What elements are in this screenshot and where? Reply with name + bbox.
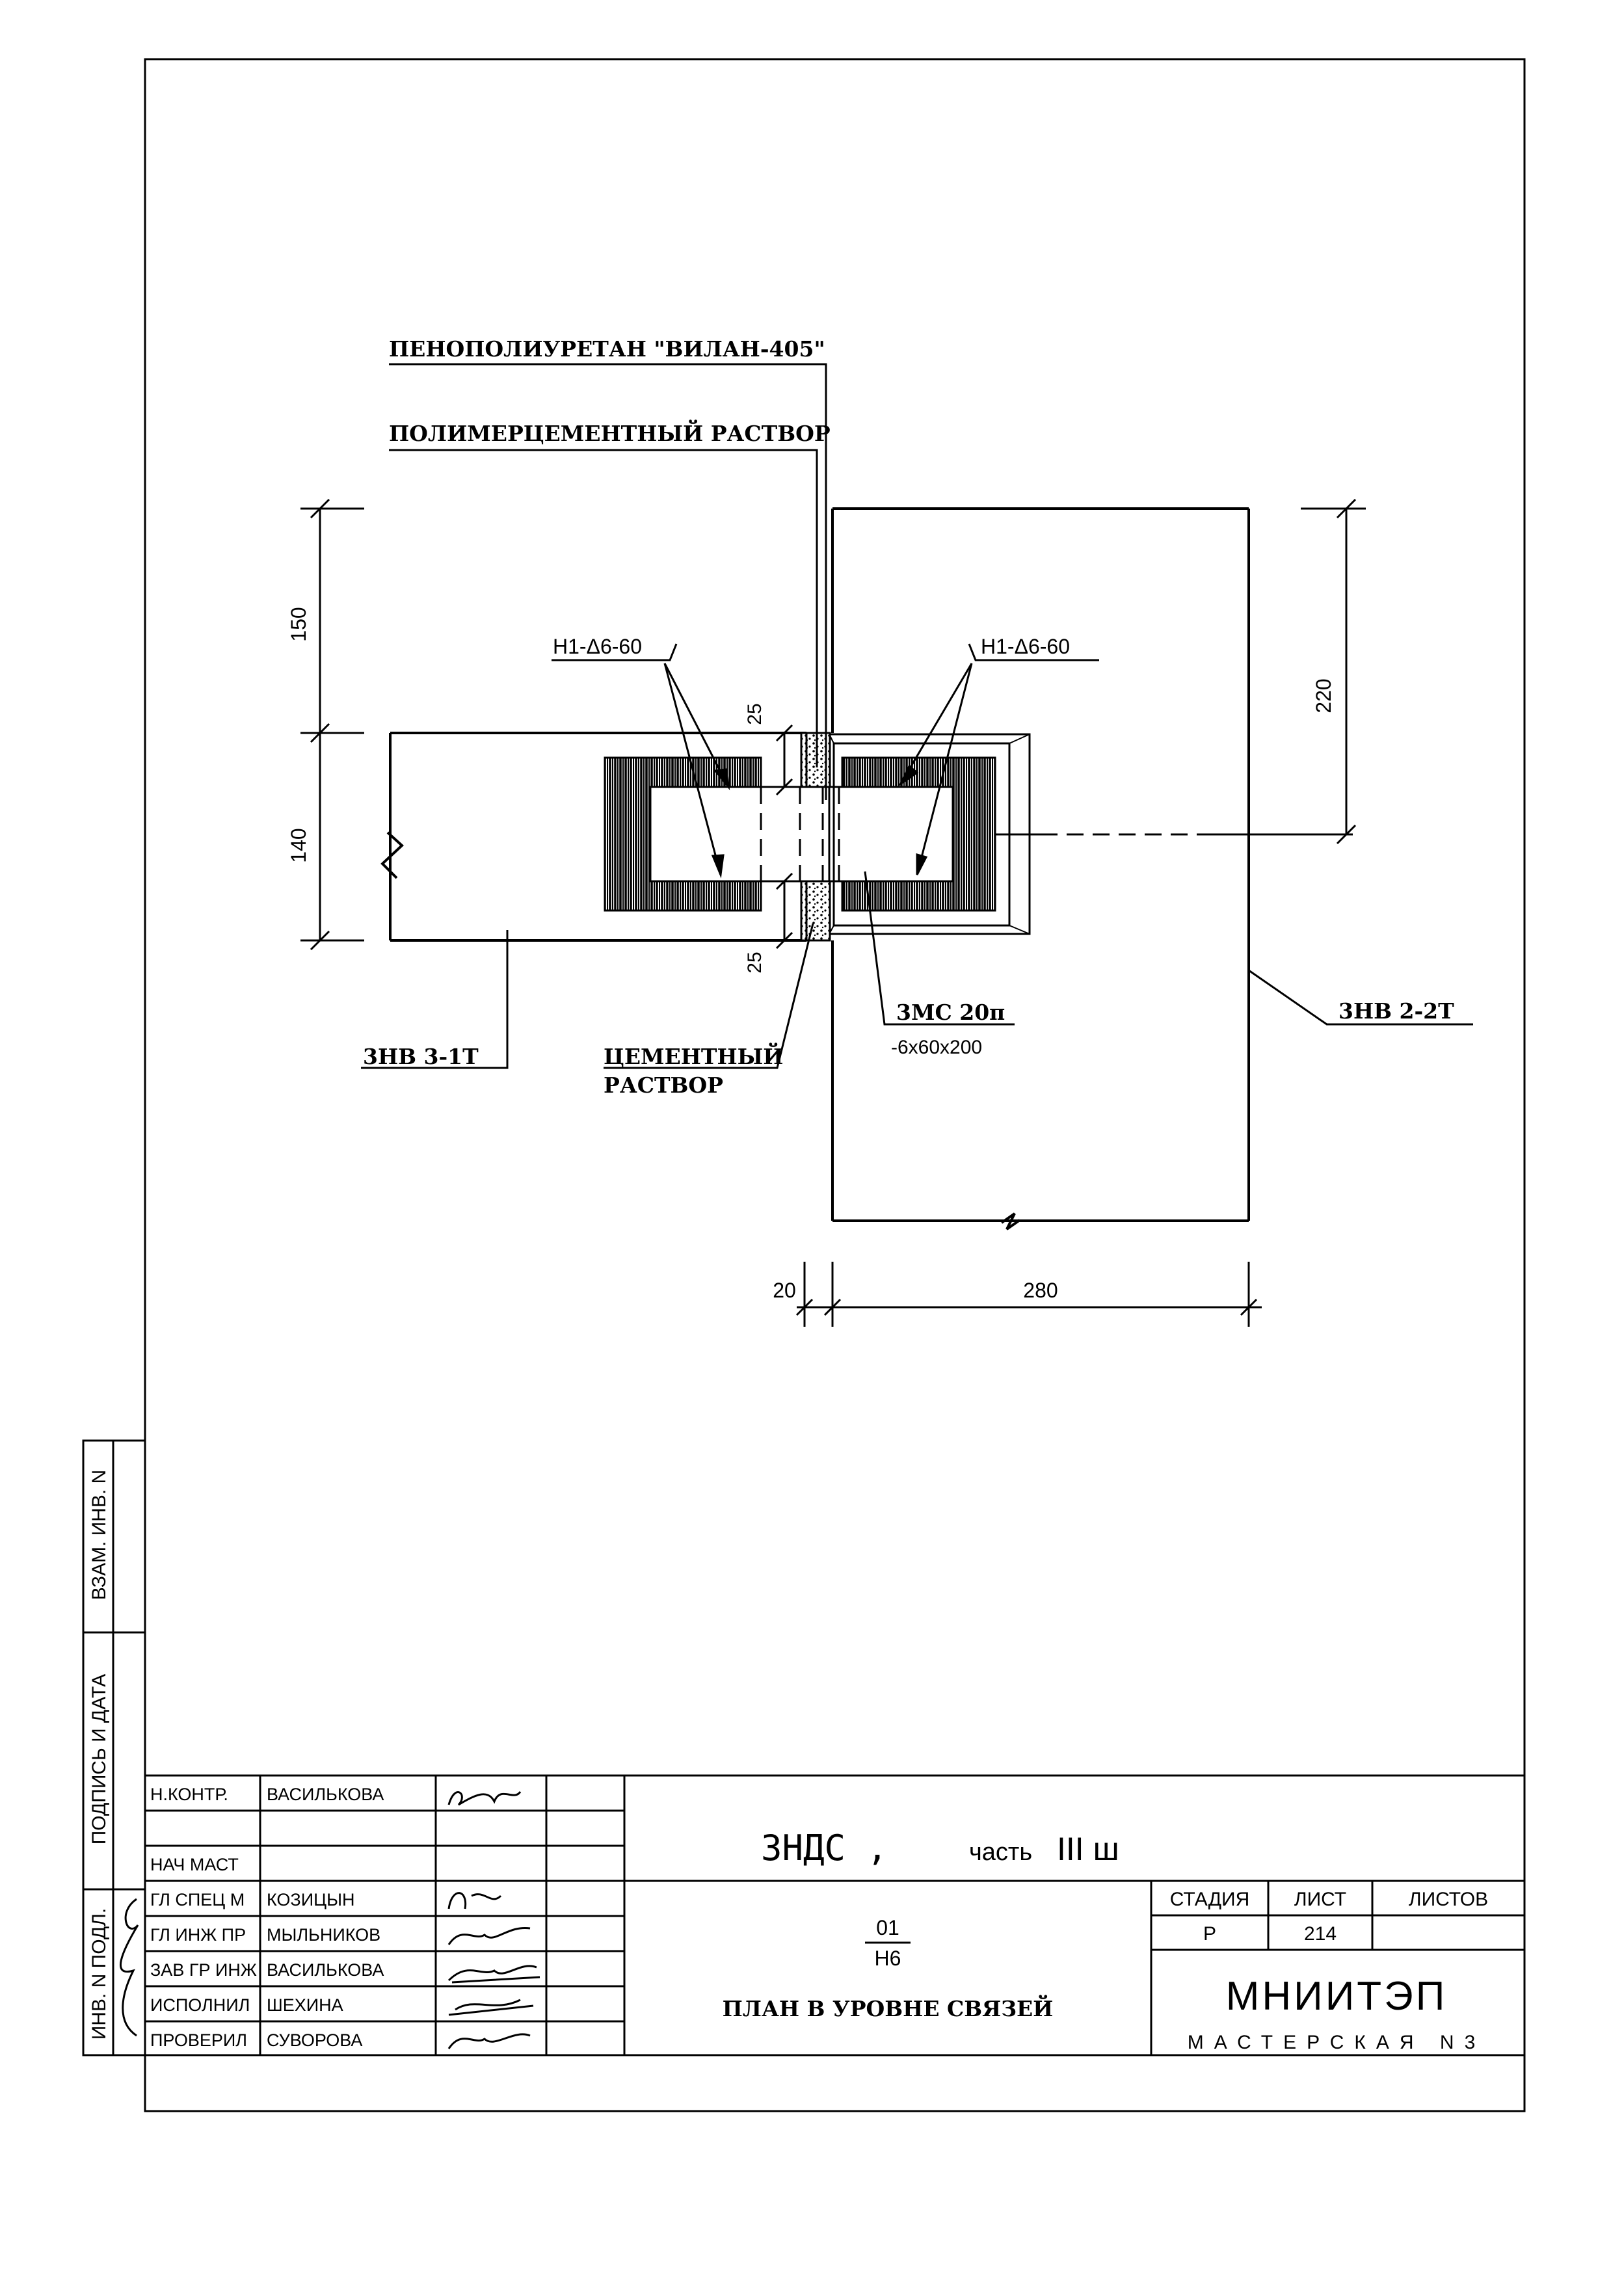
break-mark-left (380, 831, 404, 879)
dimension-bottom (795, 1262, 1262, 1327)
title-person-name: ВАСИЛЬКОВА (267, 1785, 384, 1804)
leader-embedded-part (864, 871, 1015, 1026)
dim-280: 280 (1023, 1279, 1058, 1302)
title-role: ПРОВЕРИЛ (150, 2030, 247, 2050)
col-sheets: ЛИСТОВ (1409, 1889, 1488, 1910)
leader-penopoliuretan (389, 363, 827, 800)
title-person-name: ВАСИЛЬКОВА (267, 1960, 384, 1980)
title-person-name: ШЕХИНА (267, 1995, 343, 2015)
org-name: МНИИТЭП (1226, 1974, 1448, 2019)
label-penopoliuretan: ПЕНОПОЛИУРЕТАН "ВИЛАН-405" (389, 336, 825, 362)
dim-150: 150 (287, 607, 310, 641)
label-embedded-part: 3МС 20п (896, 1000, 1005, 1025)
label-polymer-mortar: ПОЛИМЕРЦЕМЕНТНЫЙ РАСТВОР (389, 419, 831, 446)
stage-value: Р (1203, 1923, 1216, 1945)
title-person-name: МЫЛЬНИКОВ (267, 1925, 380, 1945)
title-role: Н.КОНТР. (150, 1785, 228, 1804)
label-anchor-right: Н1-Δ6-60 (981, 635, 1070, 658)
title-roles: Н.КОНТР. ВАСИЛЬКОВА НАЧ МАСТ ГЛ СПЕЦ М КОЗИЦ… (150, 1785, 384, 2050)
title-block (144, 1774, 1526, 2056)
sheet-border (144, 58, 1526, 2112)
label-panel-left: 3НВ 3-1Т (363, 1044, 479, 1069)
leader-anchor-left (552, 643, 678, 661)
col-sheet: ЛИСТ (1294, 1889, 1346, 1910)
label-anchor-left: Н1-Δ6-60 (553, 635, 642, 658)
project-part-word: часть (969, 1839, 1032, 1866)
org-workshop: МАСТЕРСКАЯ N3 (1188, 2032, 1486, 2053)
label-cement-mortar-line1: ЦЕМЕНТНЫЙ (604, 1042, 783, 1069)
side-signature (119, 1898, 139, 2037)
code-denominator: Н6 (875, 1947, 901, 1970)
title-person-name: КОЗИЦЫН (267, 1890, 355, 1909)
leader-panel-left (361, 930, 509, 1069)
side-podpis-data: ПОДПИСЬ И ДАТА (88, 1674, 110, 1845)
sheet-value: 214 (1304, 1923, 1337, 1945)
connecting-plate (650, 786, 953, 883)
label-embedded-dims: -6х60х200 (891, 1037, 982, 1058)
title-role: ГЛ ИНЖ ПР (150, 1925, 246, 1945)
leader-panel-right (1248, 969, 1473, 1026)
dim-140: 140 (287, 828, 310, 862)
title-role: НАЧ МАСТ (150, 1855, 239, 1874)
side-stamp (82, 1439, 146, 2056)
panel-left (389, 732, 806, 942)
leader-anchor-right (968, 643, 1099, 661)
title-role: ЗАВ ГР ИНЖ (150, 1960, 257, 1980)
dimension-220 (1301, 498, 1366, 845)
break-mark-bottom (1000, 1212, 1021, 1230)
side-vzam-inv: ВЗАМ. ИНВ. N (88, 1470, 110, 1600)
signatures (447, 1790, 540, 2049)
anchor-arrows-left (663, 663, 730, 879)
dimension-25 (774, 724, 813, 950)
dimension-left (300, 498, 364, 951)
dim-220: 220 (1312, 678, 1335, 713)
project-main: 3НДС , (761, 1828, 888, 1869)
joint-mortar (800, 732, 831, 942)
panel-right (831, 507, 1250, 1222)
leader-cement-mortar (604, 923, 814, 1069)
side-inv-podl: ИНВ. N ПОДЛ. (88, 1908, 110, 2040)
dim-25-bottom: 25 (744, 951, 765, 973)
title-role: ИСПОЛНИЛ (150, 1995, 250, 2015)
label-cement-mortar-line2: РАСТВОР (604, 1072, 723, 1098)
label-panel-right: 3НВ 2-2Т (1338, 998, 1454, 1024)
embedded-part-left (604, 756, 762, 912)
title-role: ГЛ СПЕЦ М (150, 1890, 245, 1909)
project-part-num: III ш (1057, 1831, 1119, 1867)
dim-25-top: 25 (744, 703, 765, 725)
leader-polymer-mortar (389, 449, 818, 767)
hidden-lines (760, 787, 1197, 881)
dim-20: 20 (773, 1279, 796, 1302)
col-stage: СТАДИЯ (1170, 1889, 1250, 1910)
sheet-title: ПЛАН В УРОВНЕ СВЯЗЕЙ (723, 1994, 1054, 2021)
title-person-name: СУВОРОВА (267, 2030, 362, 2050)
code-numerator: 01 (876, 1916, 899, 1939)
anchor-arrows-right (898, 663, 973, 875)
